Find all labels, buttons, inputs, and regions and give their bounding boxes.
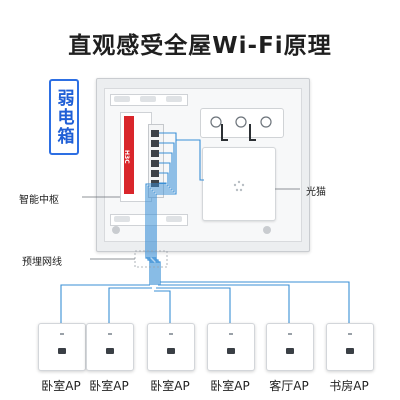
ap-port <box>167 348 175 354</box>
ap-port <box>286 348 294 354</box>
uplink-cable <box>176 139 204 181</box>
switch-port <box>151 170 159 177</box>
access-point <box>266 323 314 371</box>
embedded-cable-bundle <box>145 226 161 285</box>
ap-led <box>169 333 173 335</box>
rail-slot <box>166 96 182 102</box>
brand-logo: H3C <box>123 150 130 164</box>
rail-slot <box>114 216 130 222</box>
power-cord <box>249 124 256 141</box>
modem-label: 光猫 <box>306 187 326 198</box>
ap-led <box>108 333 112 335</box>
ap-label: 书房AP <box>329 379 369 393</box>
switch-port <box>151 140 159 147</box>
ap-port <box>58 348 66 354</box>
access-point <box>86 323 134 371</box>
rail-slot <box>114 96 130 102</box>
ap-label: 卧室AP <box>89 379 129 393</box>
ap-port <box>346 348 354 354</box>
ap-label: 卧室AP <box>210 379 250 393</box>
page-title: 直观感受全屋Wi-Fi原理 <box>68 33 332 59</box>
outlet-sockets <box>210 116 272 128</box>
rail-slot <box>166 216 182 222</box>
ap-led <box>348 333 352 335</box>
screw <box>112 226 120 234</box>
cable-label: 预埋网线 <box>22 257 62 268</box>
ap-led <box>229 333 233 335</box>
screw <box>263 226 271 234</box>
ap-label: 客厅AP <box>269 379 309 393</box>
patch-cables <box>145 132 177 226</box>
ap-port <box>106 348 114 354</box>
switch-port <box>151 150 159 157</box>
modem-logo-icon <box>233 180 245 192</box>
access-point <box>147 323 195 371</box>
ap-label: 卧室AP <box>150 379 190 393</box>
ap-led <box>288 333 292 335</box>
ap-led <box>60 333 64 335</box>
bundle-highlight <box>134 250 168 268</box>
label-leaders <box>82 188 300 260</box>
rail-slot <box>140 96 156 102</box>
switch-port <box>151 130 159 137</box>
switch-port <box>151 160 159 167</box>
access-point <box>326 323 374 371</box>
access-point <box>207 323 255 371</box>
power-outlet <box>200 108 284 138</box>
hub-red-stripe <box>124 116 134 194</box>
weak-box-badge: 弱电箱 <box>49 79 79 155</box>
hub-label: 智能中枢 <box>19 195 59 206</box>
power-cord <box>221 124 228 141</box>
optical-modem <box>202 147 276 221</box>
ap-port <box>227 348 235 354</box>
access-point <box>38 323 86 371</box>
ap-label: 卧室AP <box>41 379 81 393</box>
distribution-lines <box>60 281 350 323</box>
